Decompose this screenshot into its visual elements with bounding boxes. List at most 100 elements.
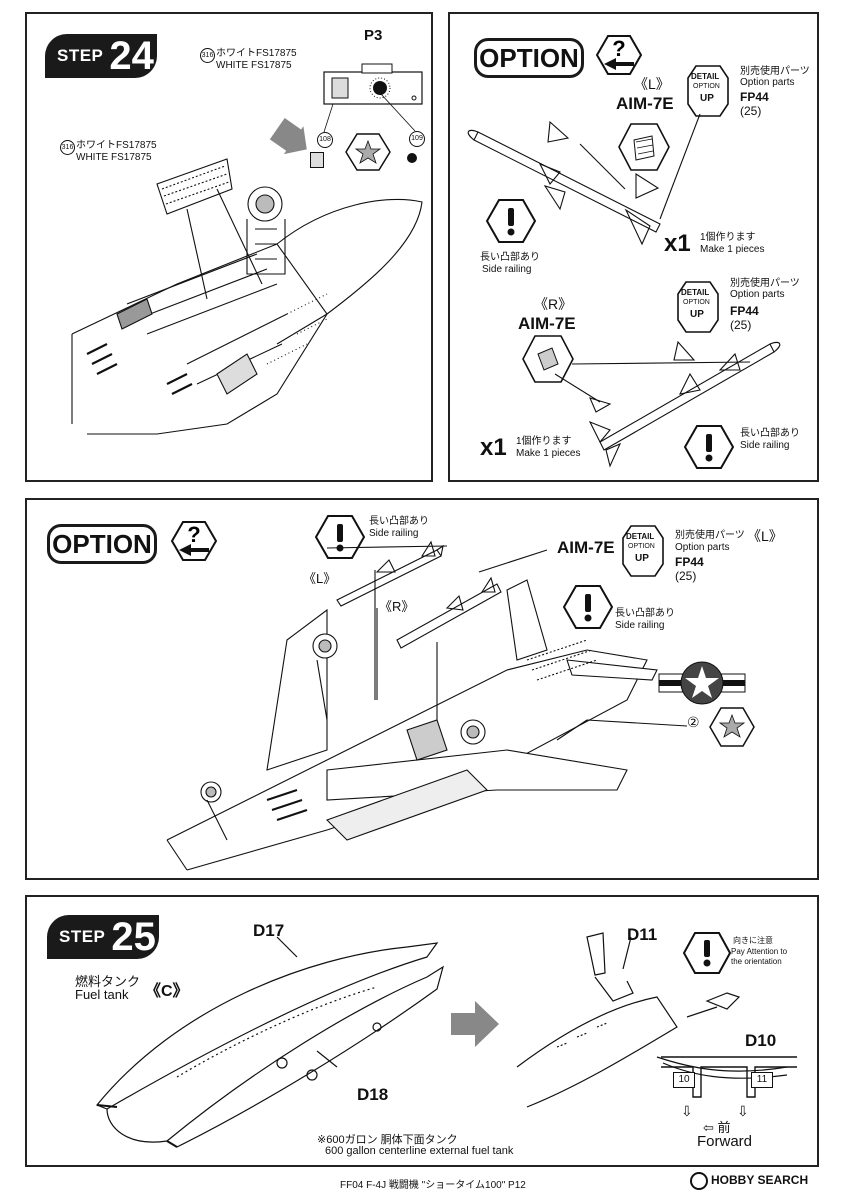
make-jp-r: 1個作ります [516,436,572,447]
color-ref-circle: 316 [200,48,215,63]
warning-en-l: Side railing [482,264,532,275]
option-parts-en-mid: Option parts [675,542,730,553]
note-en: 600 gallon centerline external fuel tank [325,1145,514,1157]
note-jp: ※600ガロン 胴体下面タンク [317,1134,458,1146]
warning1-en: Side railing [369,528,419,539]
svg-text:?: ? [612,36,625,61]
attention-en-2: the orientation [731,957,782,966]
warning-hex-icon-l [485,199,537,243]
next-step-arrow-icon [451,1001,499,1047]
option-parts-jp-mid: 別売使用パーツ [675,530,745,541]
decal-number-2: ② [687,714,700,730]
decal-star-hex-icon-mid [709,707,755,747]
decal-109-dot [407,153,417,163]
detail-text: DETAIL [691,72,720,81]
part-hex-l-icon [618,123,670,171]
assembled-tank-illustration [516,932,788,1108]
step24-panel: STEP 24 316 ホワイトFS17875 WHITE FS17875 P3… [25,12,433,482]
fuel-tank-code: 《C》 [145,983,189,1000]
detail-option-text-r: OPTION [683,299,710,306]
part-code-mid: FP44 [675,555,704,569]
callout-leaders [323,93,416,133]
aircraft-underside-illustration [166,540,688,871]
step25-badge: STEP 25 [47,915,159,959]
option-badge-mid: OPTION [47,524,157,564]
step25-panel: STEP 25 燃料タンク 《C》 Fuel tank D17 D18 D11 … [25,895,819,1167]
color-ref-circle-2: 316 [60,140,75,155]
missile-name-r: AIM-7E [518,314,576,333]
detail-up-text-mid: UP [635,553,649,564]
option-parts-jp-l: 別売使用パーツ [740,66,810,77]
option-parts-en-l: Option parts [740,77,795,88]
part-num-r: (25) [730,318,752,332]
slot-10: 10 [673,1072,695,1088]
step-number: 24 [109,34,154,78]
detail-up-badge-icon-r [677,281,719,333]
step-label: STEP [57,46,104,65]
part-code-r: FP44 [730,304,759,318]
decal-star-hex-icon [345,133,391,171]
side-label-mid-r: 《R》 [379,599,415,614]
watermark-text: HOBBY SEARCH [711,1173,809,1188]
slot-11: 11 [751,1072,773,1088]
detail-up-badge-icon [687,65,729,117]
missile-name-mid: AIM-7E [557,538,615,557]
decal-sheet-p3 [323,63,423,105]
detail-up-text: UP [700,93,714,104]
decal-108-swatch [310,152,324,168]
warning2-jp: 長い凸部あり [615,608,675,619]
option-top-panel: OPTION ? 《L》 AIM-7E DETAIL OPTION UP 別売使… [448,12,819,482]
orientation-diagram [661,1056,797,1098]
warning-jp-l: 長い凸部あり [480,252,540,263]
part-num-l: (25) [740,104,762,118]
side-label-l: 《L》 [634,76,670,92]
color-en-2: WHITE FS17875 [76,152,152,163]
aim7e-left-illustration [467,113,701,246]
forward-en: Forward [697,1133,753,1150]
detail-up-text-r: UP [690,309,704,320]
part-108-circle: 108 [317,132,333,148]
detail-text-mid: DETAIL [626,532,655,541]
forward-jp-arrow: ⇦ [703,1120,718,1135]
make-jp-l: 1個作ります [700,232,756,243]
direction-arrow-icon [269,118,307,155]
fuel-tank-en: Fuel tank [75,987,129,1002]
part-d10: D10 [745,1031,777,1050]
detail-option-text-mid: OPTION [628,543,655,550]
part-sheet-label: P3 [364,27,383,44]
warning-jp-r: 長い凸部あり [740,428,800,439]
attention-hex-icon [682,932,732,974]
roundel-decal-icon [658,661,746,705]
part-hex-r-icon [522,335,574,383]
watermark-logo-icon [690,1172,708,1190]
forward-arrow-icon-2: ⇩ [737,1103,749,1119]
forward-arrow-icon: ⇩ [681,1103,693,1119]
warning2-en: Side railing [615,620,665,631]
qty-l: x1 [664,230,691,257]
part-d18: D18 [357,1085,389,1104]
warning-en-r: Side railing [740,440,790,451]
qty-r: x1 [480,434,507,461]
attention-en-1: Pay Attention to [731,947,788,956]
detail-up-badge-icon-mid [622,525,664,577]
option-parts-jp-r: 別売使用パーツ [730,278,800,289]
part-num-mid: (25) [675,569,697,583]
option-mid-panel: OPTION ? 長い凸部あり Side railing AIM-7E DETA… [25,498,819,880]
option-hex-question-icon: ? [595,35,643,75]
detail-text-r: DETAIL [681,288,710,297]
step-label-25: STEP [59,927,106,946]
color-jp-1: ホワイトFS17875 [216,48,297,59]
missile-name-l: AIM-7E [616,94,674,113]
part-code-l: FP44 [740,90,769,104]
svg-text:?: ? [187,522,200,547]
make-en-l: Make 1 pieces [700,244,765,255]
option-side-suffix: 《L》 [747,528,783,544]
option-parts-en-r: Option parts [730,289,785,300]
page-footer: FF04 F-4J 戦闘機 "ショータイム100" P12 [340,1180,526,1191]
fuel-tank-halves-illustration [96,936,444,1148]
forward-jp-text: 前 [717,1120,731,1135]
part-109-circle: 109 [409,131,425,147]
step24-badge: STEP 24 [45,34,157,78]
part-d11: D11 [627,925,658,944]
part-d17: D17 [253,921,285,940]
